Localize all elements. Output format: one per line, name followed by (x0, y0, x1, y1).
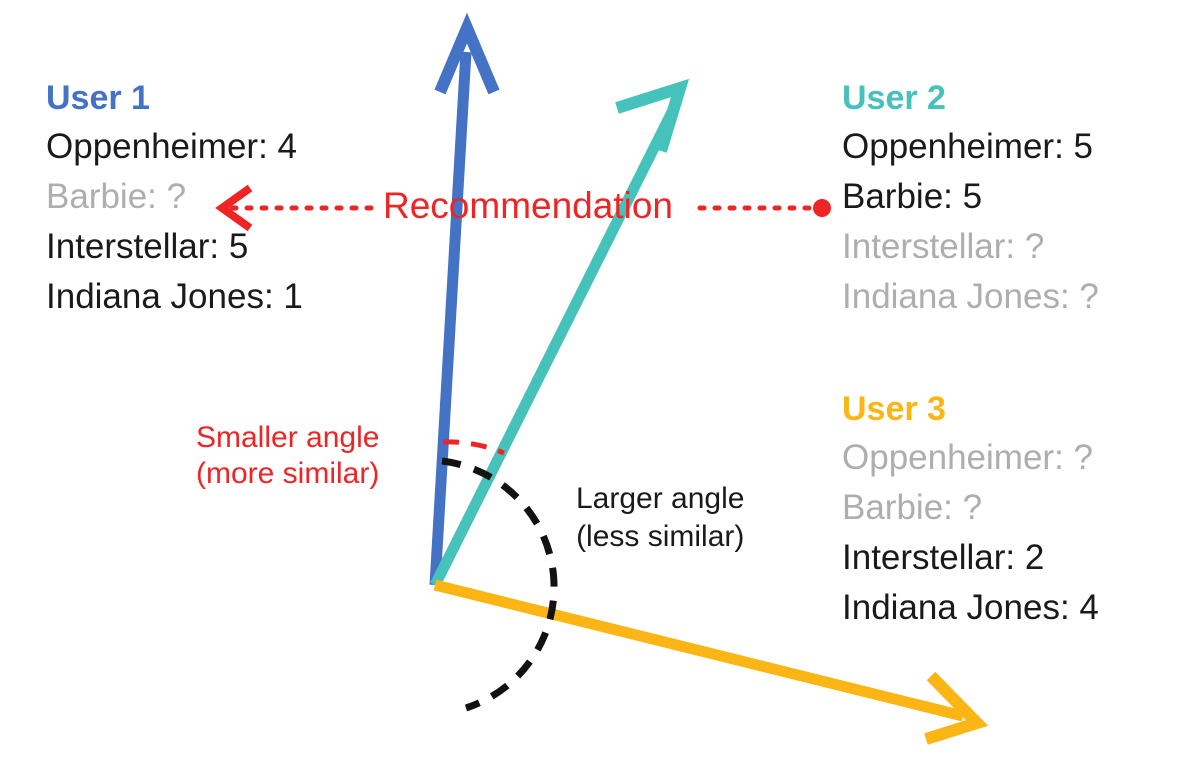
smaller-angle-line1: Smaller angle (196, 421, 380, 454)
larger-angle-arc (441, 457, 558, 712)
smaller-angle-arc (442, 439, 505, 456)
user2-rating-interstellar: Interstellar: ? (842, 227, 1045, 266)
larger-angle-line2: (less similar) (576, 520, 745, 553)
user3-ratings-block: User 3 Oppenheimer: ? Barbie: ? Interste… (842, 385, 1099, 633)
recommendation-arrow-left (215, 184, 375, 232)
larger-angle-line1: Larger angle (576, 482, 745, 515)
user1-rating-indiana-jones: Indiana Jones: 1 (46, 277, 303, 316)
user3-rating-interstellar: Interstellar: 2 (842, 538, 1045, 577)
recommendation-label: Recommendation (383, 185, 673, 226)
recommendation-source-dot (813, 199, 831, 217)
user1-ratings-block: User 1 Oppenheimer: 4 Barbie: ? Interste… (46, 74, 303, 322)
smaller-angle-label: Smaller angle (more similar) (196, 420, 379, 492)
user1-title: User 1 (46, 79, 150, 117)
user1-rating-barbie: Barbie: ? (46, 177, 187, 216)
user2-title: User 2 (842, 79, 946, 117)
user1-rating-interstellar: Interstellar: 5 (46, 227, 249, 266)
recommendation-arrow-right (697, 199, 831, 217)
user2-vector (430, 78, 690, 588)
user1-vector (429, 12, 500, 586)
user1-rating-oppenheimer: Oppenheimer: 4 (46, 127, 297, 166)
user2-rating-barbie: Barbie: 5 (842, 177, 983, 216)
user3-vector (433, 579, 989, 745)
user2-rating-oppenheimer: Oppenheimer: 5 (842, 127, 1093, 166)
larger-angle-label: Larger angle (less similar) (576, 480, 744, 556)
user3-title: User 3 (842, 390, 946, 428)
user3-rating-barbie: Barbie: ? (842, 488, 983, 527)
user2-ratings-block: User 2 Oppenheimer: 5 Barbie: 5 Interste… (842, 74, 1099, 322)
user3-rating-indiana-jones: Indiana Jones: 4 (842, 588, 1099, 627)
smaller-angle-line2: (more similar) (196, 457, 380, 490)
user2-rating-indiana-jones: Indiana Jones: ? (842, 277, 1099, 316)
user3-rating-oppenheimer: Oppenheimer: ? (842, 438, 1093, 477)
